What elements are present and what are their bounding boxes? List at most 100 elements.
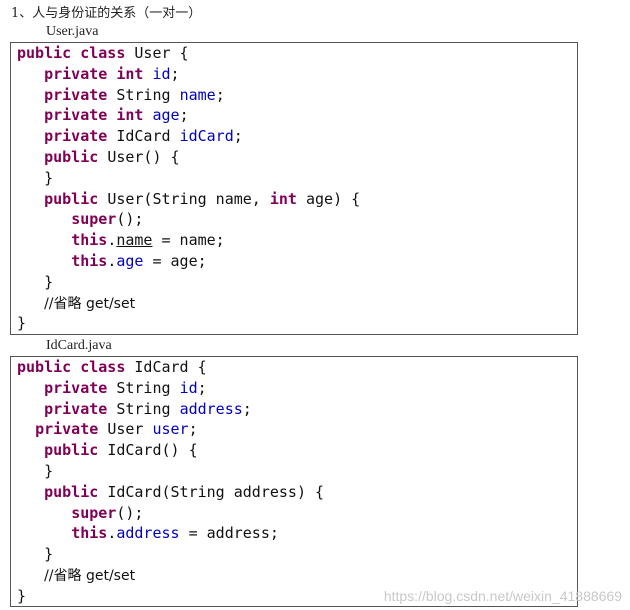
code-token: User() { — [107, 147, 180, 166]
code-line: public IdCard() { — [17, 440, 324, 461]
code-keyword: private — [44, 378, 117, 397]
code-token: IdCard(String address) { — [107, 482, 325, 501]
code-token: name — [116, 231, 153, 250]
code-line: public class IdCard { — [17, 357, 324, 378]
code-keyword: private — [44, 127, 117, 146]
code-token: address — [116, 524, 180, 543]
code-line: } — [17, 168, 360, 189]
code-keyword: this — [71, 524, 108, 543]
code-token: User — [107, 420, 153, 439]
code-keyword: public — [44, 482, 108, 501]
code-comment: //省略 get/set — [44, 567, 136, 584]
code-token: String — [116, 85, 180, 104]
code-line: public class User { — [17, 43, 360, 64]
code-token: id — [179, 378, 198, 397]
code-line: this.age = age; — [17, 251, 360, 272]
code-line: private String id; — [17, 378, 324, 399]
code-token: . — [107, 231, 117, 250]
code-token — [17, 65, 44, 83]
code-line: } — [17, 313, 360, 334]
code-line: this.name = name; — [17, 230, 360, 251]
code-keyword: private int — [44, 64, 153, 83]
code-token: } — [17, 545, 54, 564]
file-label-user: User.java — [46, 24, 99, 39]
code-token: . — [107, 524, 117, 543]
code-line: } — [17, 272, 360, 293]
code-keyword: private — [44, 85, 117, 104]
code-line: public User(String name, int age) { — [17, 189, 360, 210]
code-keyword: this — [71, 231, 108, 250]
code-token — [17, 127, 44, 145]
code-keyword: private int — [44, 106, 153, 125]
code-keyword: public — [44, 147, 108, 166]
code-token: . — [107, 251, 117, 270]
code-keyword: public — [44, 189, 108, 208]
code-token — [17, 106, 44, 124]
code-token: id — [152, 64, 171, 83]
code-token: IdCard { — [134, 358, 207, 376]
code-token: } — [17, 461, 54, 480]
code-token — [17, 231, 71, 249]
code-token — [17, 400, 44, 418]
code-token: user — [152, 420, 189, 439]
code-keyword: public — [44, 441, 108, 460]
code-token: IdCard — [116, 127, 180, 146]
code-line: private int age; — [17, 105, 360, 126]
code-keyword: public class — [17, 44, 135, 62]
code-token: } — [17, 586, 27, 605]
code-keyword: public class — [17, 358, 135, 376]
code-line: //省略 get/set — [17, 565, 324, 586]
code-lines: public class IdCard { private String id;… — [17, 357, 324, 607]
code-keyword: super — [71, 210, 117, 229]
code-token: (); — [116, 503, 144, 522]
code-line: public User() { — [17, 147, 360, 168]
code-keyword: this — [71, 251, 108, 270]
code-block-user: public class User { private int id; priv… — [10, 42, 578, 335]
code-token: age — [152, 106, 180, 125]
code-keyword: super — [71, 503, 117, 522]
code-comment: //省略 get/set — [44, 295, 136, 312]
code-token: } — [17, 272, 54, 291]
code-block-idcard: public class IdCard { private String id;… — [10, 356, 578, 607]
code-token: address — [179, 399, 243, 418]
code-line: super(); — [17, 503, 324, 524]
code-token: String — [116, 378, 180, 397]
code-line: private int id; — [17, 64, 360, 85]
code-keyword: private — [44, 399, 117, 418]
code-token — [17, 86, 44, 104]
code-token: } — [17, 168, 54, 187]
code-token — [17, 190, 44, 208]
code-line: } — [17, 586, 324, 607]
code-token: idCard — [179, 127, 234, 146]
code-token: ; — [188, 420, 198, 439]
code-line: } — [17, 461, 324, 482]
code-token: (); — [116, 210, 144, 229]
code-lines: public class User { private int id; priv… — [17, 43, 360, 334]
code-token: ; — [233, 127, 243, 146]
code-token — [17, 252, 71, 270]
code-token: = name; — [152, 231, 225, 250]
code-token: = age; — [143, 251, 207, 270]
code-token — [17, 504, 71, 522]
code-line: super(); — [17, 209, 360, 230]
code-line: this.address = address; — [17, 523, 324, 544]
code-token: User { — [134, 44, 189, 62]
code-token: } — [17, 314, 27, 333]
code-token — [17, 148, 44, 166]
code-token — [17, 379, 44, 397]
code-line: private String name; — [17, 85, 360, 106]
code-token: String — [116, 399, 180, 418]
code-token — [17, 566, 44, 584]
code-token: age — [116, 251, 144, 270]
code-token — [17, 441, 44, 459]
code-token: User(String name, — [107, 189, 270, 208]
code-token — [17, 420, 35, 438]
code-line: private User user; — [17, 419, 324, 440]
code-token — [17, 483, 44, 501]
code-keyword: private — [35, 420, 108, 439]
code-token: name — [179, 85, 216, 104]
watermark-text: https://blog.csdn.net/weixin_41888669 — [383, 588, 622, 604]
code-line: public IdCard(String address) { — [17, 482, 324, 503]
code-line: private IdCard idCard; — [17, 126, 360, 147]
code-token — [17, 210, 71, 228]
